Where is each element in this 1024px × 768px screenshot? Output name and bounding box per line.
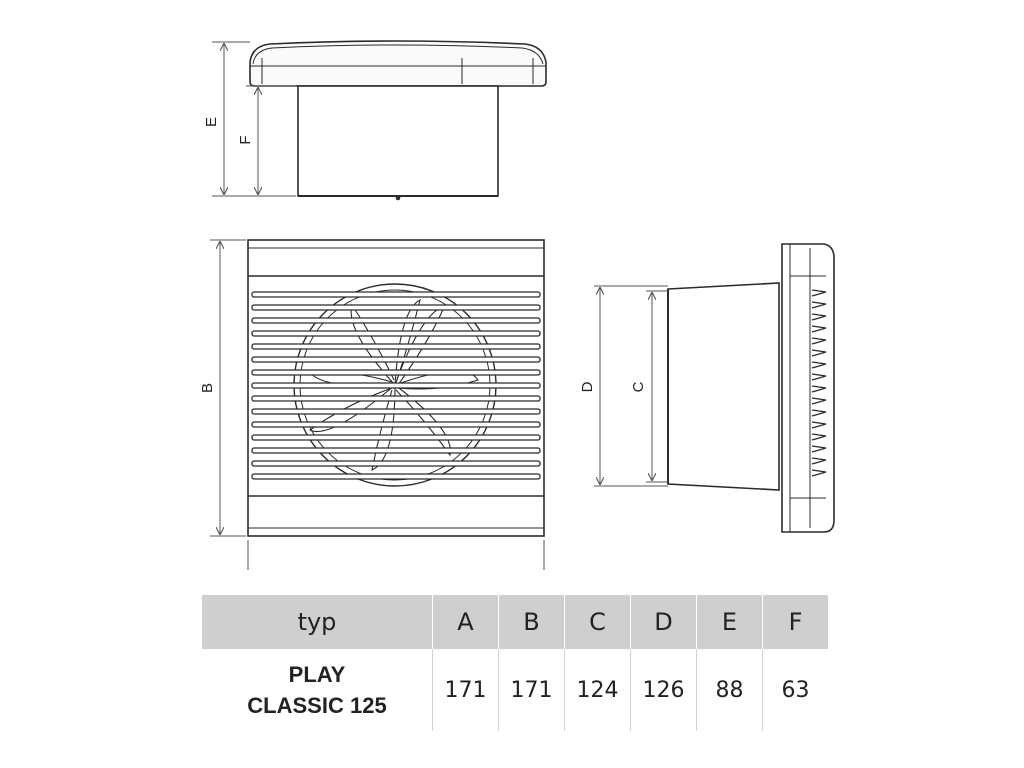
model-cell: PLAY CLASSIC 125 xyxy=(202,649,433,731)
header-typ: typ xyxy=(202,595,433,649)
header-e: E xyxy=(696,595,763,649)
dim-label-c: C xyxy=(630,381,647,392)
header-b: B xyxy=(498,595,565,649)
header-d: D xyxy=(630,595,697,649)
table-row: PLAY CLASSIC 125 171 171 124 126 88 63 xyxy=(202,649,828,731)
model-name-line-2: CLASSIC 125 xyxy=(247,693,387,718)
spec-table: typ A B C D E F PLAY CLASSIC 125 171 171… xyxy=(202,595,828,731)
value-a: 171 xyxy=(432,649,499,731)
dim-label-b: B xyxy=(199,383,216,393)
value-b: 171 xyxy=(498,649,565,731)
value-d: 126 xyxy=(630,649,697,731)
side-louver-teeth xyxy=(811,289,827,477)
top-view xyxy=(249,40,547,201)
value-c: 124 xyxy=(564,649,631,731)
dimension-c-d xyxy=(594,285,668,487)
table-header-row: typ A B C D E F xyxy=(202,595,828,649)
value-f: 63 xyxy=(762,649,828,731)
model-name-line-1: PLAY xyxy=(288,662,346,687)
header-a: A xyxy=(432,595,499,649)
dim-label-f: F xyxy=(237,135,254,144)
value-e: 88 xyxy=(696,649,763,731)
header-f: F xyxy=(762,595,828,649)
technical-drawing: E F xyxy=(199,40,835,570)
header-c: C xyxy=(564,595,631,649)
dimension-e-f xyxy=(212,41,296,197)
side-view xyxy=(667,243,835,533)
front-view xyxy=(247,239,545,537)
dimension-b xyxy=(210,239,545,570)
dim-label-d: D xyxy=(579,381,596,392)
louvers xyxy=(251,291,541,480)
dim-label-e: E xyxy=(203,117,220,127)
